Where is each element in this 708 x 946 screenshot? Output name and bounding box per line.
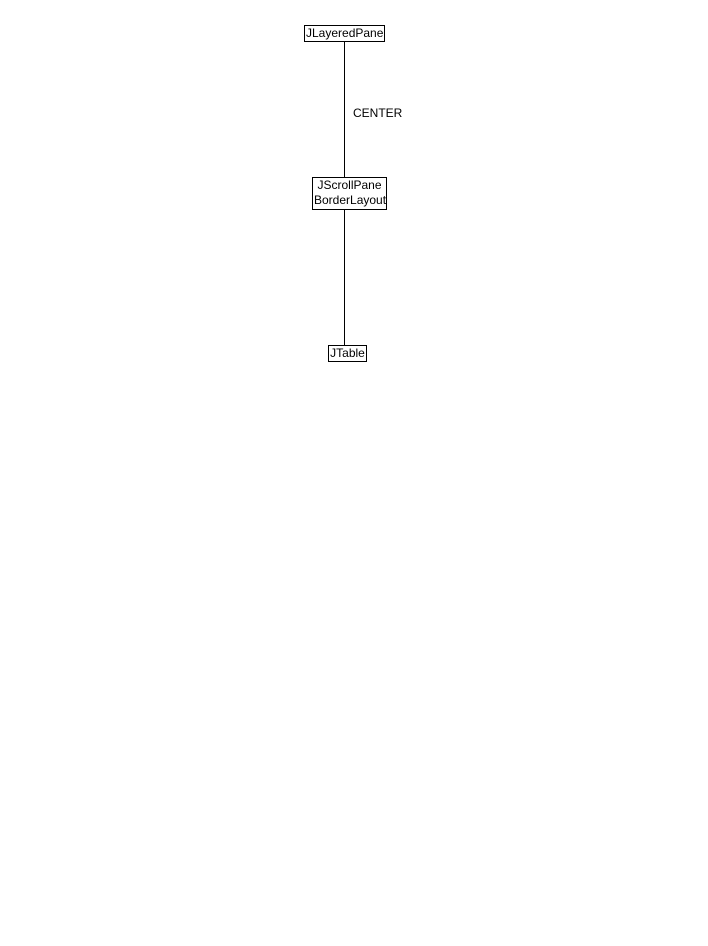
edge-layered-to-scroll	[344, 41, 345, 177]
node-jtable: JTable	[328, 345, 367, 362]
node-jlayeredpane-label: JLayeredPane	[306, 26, 384, 40]
edge-label-center: CENTER	[353, 106, 403, 120]
node-jtable-label: JTable	[330, 346, 365, 360]
edge-scroll-to-table	[344, 209, 345, 345]
node-jlayeredpane: JLayeredPane	[304, 25, 385, 42]
node-jscrollpane-layout-label: BorderLayout	[314, 193, 387, 207]
node-jscrollpane: JScrollPane BorderLayout	[312, 177, 387, 210]
node-jscrollpane-label: JScrollPane	[317, 178, 382, 192]
